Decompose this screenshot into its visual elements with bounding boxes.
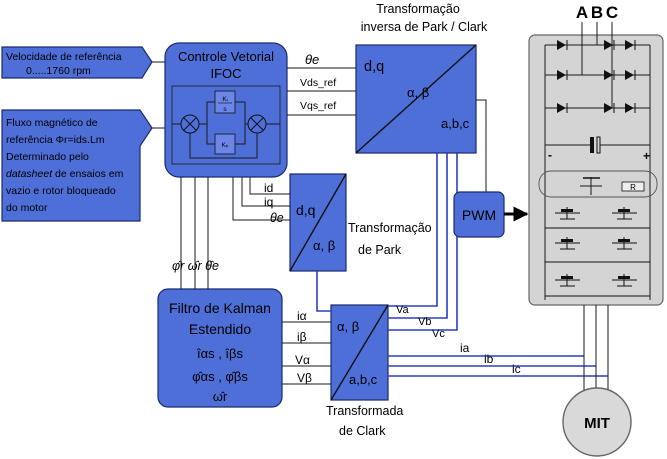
flux-label-2: referência Φr=ids.Lm — [6, 134, 105, 146]
inv-to-pwm-wire — [476, 99, 487, 192]
kalman-flux-estimates: φ̂αs , φ̂βs — [192, 369, 248, 384]
ib-label: ib — [484, 352, 494, 366]
iq-wire — [241, 177, 290, 207]
speed-ref-range: 0.....1760 rpm — [26, 65, 91, 77]
motor-label: MIT — [584, 415, 610, 432]
clark-caption-2: de Clark — [339, 424, 386, 438]
park-caption-2: de Park — [358, 243, 402, 257]
resistor-label: R — [630, 183, 636, 192]
kalman-filter-block: Filtro de Kalman Estendido îαs , îβs φ̂α… — [157, 288, 283, 408]
phase-b-label: B — [591, 3, 603, 22]
flux-reference-input: Fluxo magnético de referência Φr=ids.Lm … — [1, 109, 153, 222]
flux-label-1: Fluxo magnético de — [6, 117, 98, 129]
inverse-transform-caption-1: Transformação — [376, 2, 460, 16]
igbt-bridge — [545, 207, 650, 297]
inv-abc-label: a,b,c — [441, 116, 470, 131]
kp-label: Kₚ — [221, 142, 228, 149]
kalman-speed-estimate: ω̂r — [213, 389, 228, 404]
i-beta-label: iβ — [297, 330, 307, 344]
vb-label: Vb — [418, 316, 431, 328]
controller-title: Controle Vetorial — [178, 49, 274, 64]
theta-park-label: θe — [270, 211, 284, 225]
induction-motor: MIT — [562, 387, 632, 457]
feedback-labels: φ̂r ω̂r θ̂e — [172, 259, 219, 273]
id-label: id — [264, 181, 273, 195]
motor-phase-wires — [583, 305, 609, 392]
clark-abc-label: a,b,c — [349, 372, 378, 387]
kalman-current-estimates: îαs , îβs — [196, 346, 244, 361]
vq-ref-label: Vqs_ref — [300, 100, 336, 112]
clark-alphabeta-label: α, β — [337, 319, 359, 334]
clark-caption-1: Transformada — [326, 404, 403, 418]
controller-subtitle: IFOC — [210, 66, 241, 81]
speed-ref-label: Velocidade de referência — [6, 51, 122, 63]
park-clark-link — [316, 271, 331, 312]
park-alphabeta-label: α, β — [313, 238, 335, 253]
iq-label: iq — [264, 195, 273, 209]
park-caption-1: Transformação — [348, 221, 432, 235]
theta-e-label: θe — [305, 52, 319, 67]
park-transform-block: d,q α, β — [289, 173, 347, 272]
flux-label-5: vazio e rotor bloqueado — [6, 185, 116, 197]
dc-plus-label: + — [643, 149, 650, 163]
brake-resistor — [621, 181, 645, 192]
dc-minus-label: - — [548, 148, 552, 162]
inverter-panel: - + R — [528, 22, 664, 306]
vd-ref-label: Vds_ref — [300, 77, 336, 89]
va-label: Va — [396, 304, 410, 316]
kalman-title: Filtro de Kalman — [169, 300, 271, 316]
id-wire — [249, 177, 290, 195]
pwm-block: PWM — [453, 191, 505, 238]
braking-chopper-frame — [538, 170, 658, 198]
va-line — [388, 153, 438, 307]
dc-capacitor-plate — [590, 137, 594, 153]
ic-label: ic — [512, 362, 521, 376]
inv-alphabeta-label: α, β — [407, 85, 429, 100]
flux-label-3: Determinado pelo — [6, 151, 89, 163]
vc-label: Vc — [432, 328, 445, 340]
theta-park-wire — [232, 177, 290, 221]
ki-label: Kᵢ — [222, 96, 227, 103]
inv-dq-label: d,q — [364, 59, 384, 75]
i-alpha-label: iα — [297, 309, 307, 323]
pwm-label: PWM — [462, 207, 496, 223]
park-dq-label: d,q — [296, 202, 315, 218]
vb-line — [388, 153, 448, 319]
ifoc-controller-block: Controle Vetorial IFOC Kᵢ s Kₚ — [164, 42, 288, 178]
rectifier-diodes — [557, 40, 636, 113]
phase-a-label: A — [576, 3, 588, 22]
flux-label-6: do motor — [6, 202, 48, 214]
inverse-park-clark-block: d,q α, β a,b,c — [355, 44, 477, 154]
inverse-transform-caption-2: inversa de Park / Clark — [361, 20, 488, 34]
v-beta-label: Vβ — [297, 371, 312, 385]
v-alpha-label: Vα — [295, 353, 310, 367]
phase-c-label: C — [606, 3, 618, 22]
kalman-subtitle: Estendido — [189, 321, 251, 337]
flux-label-4: datasheet de ensaios em — [6, 168, 124, 180]
speed-reference-input: Velocidade de referência 0.....1760 rpm — [1, 46, 153, 79]
s-label: s — [223, 106, 227, 113]
pi-frame — [171, 85, 281, 165]
clark-transform-block: α, β a,b,c — [330, 304, 389, 401]
ia-label: ia — [460, 341, 470, 355]
